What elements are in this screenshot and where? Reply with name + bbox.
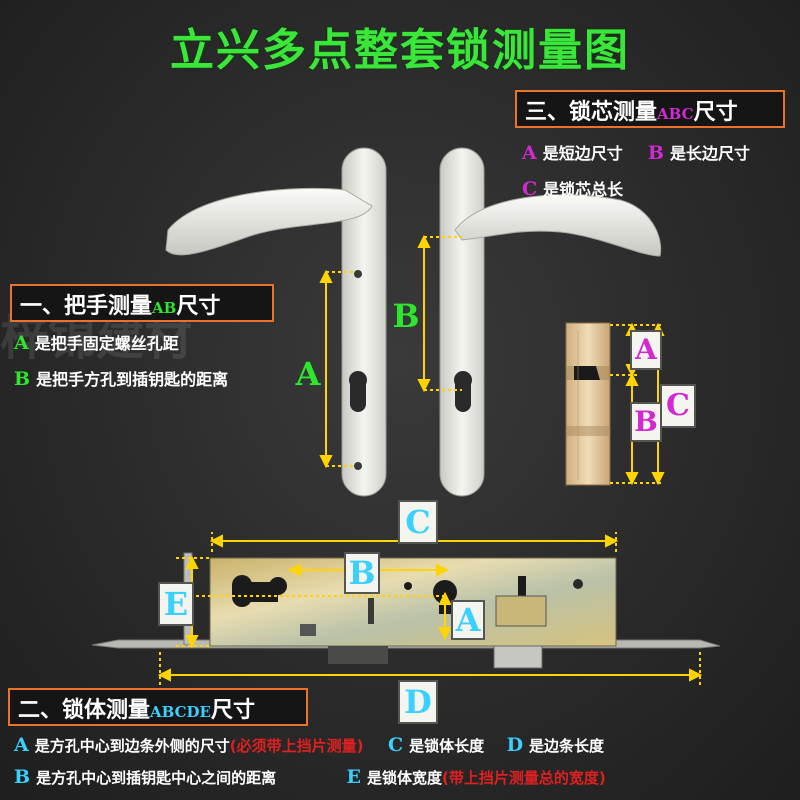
body-desc-e-note: (带上挡片测量总的宽度) — [442, 769, 606, 787]
body-desc-line2: B 是方孔中心到插钥匙中心之间的距离 E 是锁体宽度(带上挡片测量总的宽度) — [14, 766, 606, 788]
body-desc-line1: A 是方孔中心到边条外侧的尺寸(必须带上挡片测量) C 是锁体长度 D 是边条长度 — [14, 734, 604, 756]
section-handle-prefix: 一、把手测量 — [20, 294, 153, 319]
handle-a-guide — [319, 269, 354, 469]
section-cylinder-prefix: 三、锁芯测量 — [525, 100, 658, 125]
handle-label-b: B — [392, 297, 420, 335]
body-desc-a-text: 是方孔中心到边条外侧的尺寸 — [34, 737, 230, 755]
section-handle-letters: AB — [152, 299, 177, 317]
cylinder-desc-a-text: 是短边尺寸 — [542, 144, 623, 163]
left-handle — [165, 147, 387, 497]
handle-label-a: A — [295, 355, 321, 393]
section-cylinder-suffix: 尺寸 — [693, 100, 738, 125]
handle-desc-a-text: 是把手固定螺丝孔距 — [34, 334, 179, 353]
handle-desc-b-text: 是把手方孔到插钥匙的距离 — [36, 370, 229, 389]
cylinder-label-a: A — [630, 330, 662, 370]
body-label-e: E — [158, 582, 194, 626]
cylinder-desc-a-letter: A — [522, 142, 537, 164]
body-desc-b-letter: B — [14, 766, 31, 788]
section-handle-header: 一、把手测量AB尺寸 — [10, 284, 274, 322]
cylinder-desc-c-letter: C — [522, 178, 538, 200]
cylinder-desc-b-text: 是长边尺寸 — [669, 144, 750, 163]
cylinder-desc-line1: A 是短边尺寸 B 是长边尺寸 — [522, 140, 750, 164]
cylinder-label-b: B — [630, 402, 662, 442]
handle-desc-b: B 是把手方孔到插钥匙的距离 — [14, 366, 228, 390]
section-body-header: 二、锁体测量ABCDE尺寸 — [8, 688, 308, 726]
page-title: 立兴多点整套锁测量图 — [170, 25, 630, 76]
cylinder-desc-b-letter: B — [647, 142, 664, 164]
lock-cylinder — [565, 322, 611, 486]
body-desc-d-text: 是边条长度 — [529, 737, 605, 755]
handle-desc-a: A 是把手固定螺丝孔距 — [14, 330, 179, 354]
body-desc-c-letter: C — [387, 734, 404, 756]
section-body-prefix: 二、锁体测量 — [18, 698, 151, 723]
body-desc-e-letter: E — [346, 766, 362, 788]
lock-body — [91, 552, 721, 669]
handle-b-guide — [417, 234, 462, 393]
body-desc-c-text: 是锁体长度 — [409, 737, 485, 755]
handle-desc-a-letter: A — [14, 332, 29, 354]
body-label-a: A — [451, 600, 485, 640]
handle-desc-b-letter: B — [14, 368, 31, 390]
cylinder-label-c: C — [660, 384, 696, 428]
body-label-c: C — [398, 500, 438, 544]
cylinder-desc-c-text: 是锁芯总长 — [543, 180, 624, 199]
cylinder-desc-line2: C 是锁芯总长 — [522, 176, 623, 200]
body-desc-e-text: 是锁体宽度 — [367, 769, 443, 787]
section-body-letters: ABCDE — [150, 703, 211, 721]
section-body-suffix: 尺寸 — [211, 698, 256, 723]
right-handle — [439, 147, 662, 497]
section-handle-suffix: 尺寸 — [176, 294, 221, 319]
body-label-b: B — [344, 552, 380, 594]
section-cylinder-letters: ABC — [657, 105, 694, 123]
body-desc-b-text: 是方孔中心到插钥匙中心之间的距离 — [36, 769, 277, 787]
body-desc-a-note: (必须带上挡片测量) — [229, 737, 364, 755]
section-cylinder-header: 三、锁芯测量ABC尺寸 — [515, 90, 785, 128]
body-desc-a-letter: A — [14, 734, 29, 756]
body-label-d: D — [398, 680, 438, 724]
body-desc-d-letter: D — [506, 734, 524, 756]
